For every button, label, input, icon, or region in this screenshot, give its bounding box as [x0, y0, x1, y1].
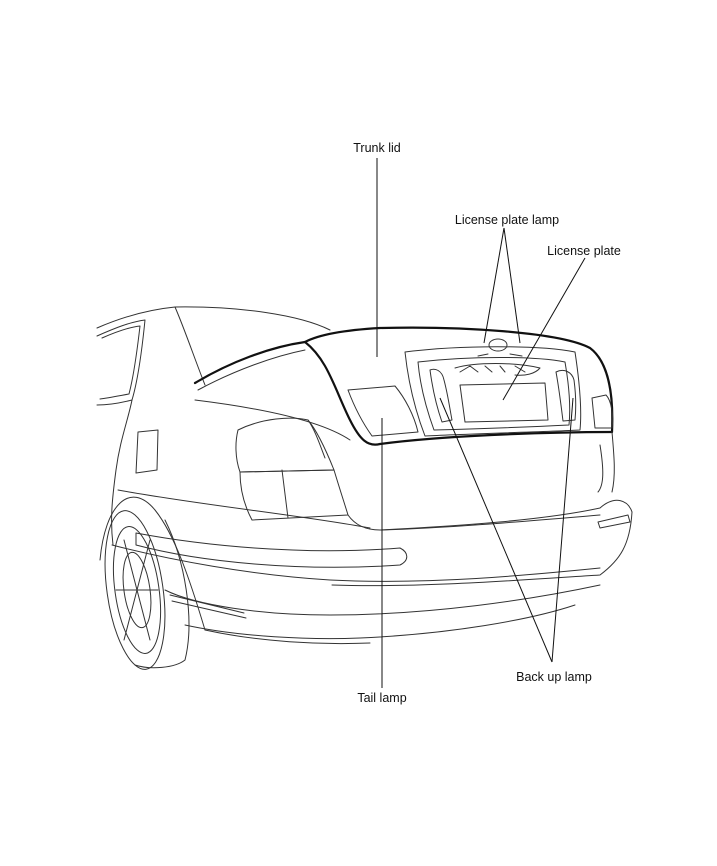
trunk-shoulder-inner — [197, 349, 306, 391]
label-trunk-lid: Trunk lid — [353, 141, 401, 155]
license-plate-outline — [459, 382, 549, 423]
tire-tread — [134, 519, 190, 669]
side-window-outline — [99, 325, 141, 400]
body-side-line — [117, 489, 371, 529]
leader-back-up-lamp-right — [551, 397, 574, 663]
bumper-reflector — [597, 514, 631, 529]
rear-panel-lower — [347, 514, 601, 531]
label-back-up-lamp: Back up lamp — [516, 670, 592, 684]
back-up-lamp-left — [429, 368, 453, 423]
c-pillar-outline — [96, 319, 146, 406]
trunk-tail-lamp — [347, 385, 419, 437]
callout-labels: Trunk lid License plate lamp License pla… — [353, 141, 621, 705]
leader-plate-lamp-left — [483, 227, 505, 344]
bumper-bottom-edge — [204, 629, 371, 645]
trunk-shoulder-outline — [193, 340, 614, 446]
body-tail-lamp — [235, 417, 335, 473]
deck-line — [194, 399, 351, 441]
bumper-face — [331, 511, 633, 587]
leader-plate-lamp-right — [503, 227, 521, 344]
right-rear-quarter — [597, 431, 615, 493]
rear-fender-outline — [111, 399, 133, 546]
bumper-lower — [164, 584, 601, 616]
bumper-top — [379, 499, 633, 531]
bumper-bottom — [184, 604, 576, 640]
roof-outline — [96, 306, 331, 331]
side-molding — [135, 532, 408, 568]
fuel-door — [135, 429, 159, 474]
lower-body-line — [111, 544, 601, 582]
right-tail-lamp — [591, 394, 614, 429]
plate-lamp-housings — [477, 353, 523, 357]
license-garnish-outer — [404, 346, 582, 437]
rear-wheel — [99, 496, 206, 670]
trunk-lid-top-edge — [303, 326, 614, 434]
body-tail-lamp-lower — [239, 469, 349, 521]
label-license-plate: License plate — [547, 244, 621, 258]
model-emblem — [454, 363, 541, 376]
back-up-lamp-right — [555, 369, 577, 422]
wheel-arch — [99, 496, 206, 631]
brand-badge — [488, 338, 508, 352]
leader-license-plate — [502, 257, 586, 401]
leader-lines — [376, 158, 586, 688]
rear-window-outline — [174, 306, 206, 386]
license-garnish-inner — [417, 357, 571, 431]
car-rear-illustration — [96, 306, 633, 670]
leader-back-up-lamp-left — [439, 397, 553, 663]
label-tail-lamp: Tail lamp — [357, 691, 406, 705]
label-license-plate-lamp: License plate lamp — [455, 213, 559, 227]
